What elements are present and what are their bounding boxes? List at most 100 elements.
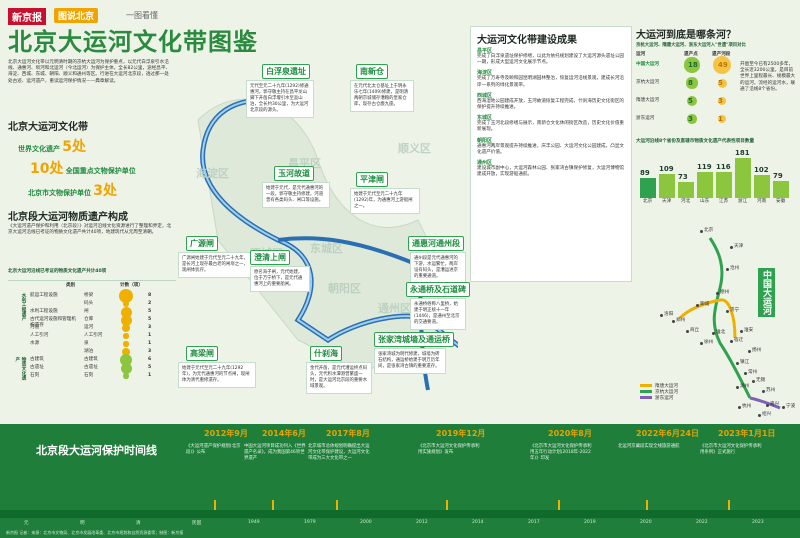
material-count-dot [123,341,129,347]
world-heritage-value: 5处 [62,139,86,155]
city-dot [736,386,739,389]
province-value: 109 [659,164,674,173]
canal-legend-label: 京杭大运河 [655,390,678,396]
navigation-note: 开凿至今已有2500多年，全长近3200公里，是目前世界上里程最长、规模最大的运… [740,62,796,92]
nav-seg-value: 49 [718,61,728,69]
city-dot [712,332,715,335]
map-site-text: 张家湾城为明代修建，城墙为砖石结构，通运桥始建于明万历年间，是张家湾古镇的重要遗… [374,348,446,374]
map-site-text: 在元代北太仓基址上于明永乐七年(1409)修建，是明清两朝京城储存漕粮的皇家仓库… [350,80,414,112]
material-subtype: 闸 [84,309,89,314]
map-site-label[interactable]: 张家湾城墙及通运桥 [374,332,454,347]
province-name: 安徽 [776,199,786,204]
material-count-dot [120,314,132,326]
city-dot [686,330,689,333]
canal-legend-label: 隋唐大运河 [655,384,678,389]
city-dot [736,362,739,365]
map-site-label[interactable]: 南新仓 [356,64,388,79]
material-count: 5 [148,365,152,370]
city-dot [660,314,663,317]
canal-legend-item: 隋唐大运河 [640,384,720,390]
city-dot [762,390,765,393]
china-canal-svg [678,237,781,410]
province-bar [697,171,713,198]
city-label: 镇江 [740,360,750,365]
material-type: 古遗址 [30,365,44,370]
nav-row-name: 中国大运河 [636,62,659,67]
city-dot [726,268,729,271]
province-value: 116 [716,163,731,172]
timeline-tick [646,500,648,510]
map-site-label[interactable]: 永通桥及石道碑 [406,282,470,297]
construction-text: 通惠河两岸景观提升持续推进，庆丰公园、大运河文化公园建成，凸显文化遗产价值。 [477,143,625,155]
city-label: 宿迁 [734,338,744,343]
map-site-text: 永通桥俗称八里桥，始建于明正统十一年(1446)，是通州至北京的交通要道。 [410,298,466,330]
timeline-axis [0,510,800,518]
timeline-tick [214,500,216,510]
province-name: 山东 [700,199,710,204]
timeline-axis-label: 2023 [752,520,764,525]
province-name: 河南 [757,199,767,204]
timeline-tick [728,500,730,510]
material-subtype: 仓库 [84,317,94,322]
construction-text: 建设城市副中心，大运河森林公园、张家湾古镇保护修复，大运河博物馆建成开放，实现游… [477,166,625,178]
nav-seg-value: 1 [718,115,723,123]
nav-row-name: 京杭大运河 [636,80,659,85]
timeline-axis-label: 民国 [192,521,202,526]
header-badge: 图说北京 [54,8,99,23]
province-bar [678,181,694,198]
construction-title: 大运河文化带建设成果 [477,35,577,46]
city-label: 洛阳 [664,312,674,317]
material-count: 5 [148,309,152,314]
map-site-label[interactable]: 澄清上闸 [250,250,290,265]
material-type: 石刻 [30,373,40,378]
province-bar [716,172,732,198]
timeline-date: 2019年12月 [436,429,486,438]
province-name: 天津 [662,199,672,204]
map-site-label[interactable]: 平津闸 [356,172,388,187]
nav-point-dot [687,114,697,124]
city-label: 济宁 [730,308,740,313]
map-site-label[interactable]: 通惠河通州段 [408,236,464,251]
construction-item: 朝阳区通惠河两岸景观提升持续推进，庆丰公园、大运河文化公园建成，凸显文化遗产价值… [477,137,625,156]
timeline-tick [272,500,274,510]
map-site-label[interactable]: 玉河故道 [274,166,314,181]
material-count-dot [121,347,131,357]
canal-map: 昌平区顺义区海淀区西城区东城区朝阳区通州区 白浮泉遗址元代至元二十九年(1292… [178,40,470,440]
city-label: 德州 [720,290,730,295]
zhedong-line [749,396,781,410]
city-dot [696,304,699,307]
national-heritage-value: 10处 [30,161,64,177]
city-dot [672,320,675,323]
province-value: 79 [773,171,783,180]
material-count-dot [123,333,129,339]
municipal-heritage-label: 北京市文物保护单位 [28,189,91,197]
province-bar [659,173,675,198]
footer-note: 新京报 记者：来源：北京市文物局、北京市发展改革委、北京市规划和自然资源委等；制… [6,530,184,535]
map-site-label[interactable]: 什刹海 [310,346,342,361]
district-label: 通州区 [378,302,411,315]
col-type-header: 类别 [66,283,76,288]
timeline-axis-label: 2020 [640,520,652,525]
construction-panel: 大运河文化带建设成果 昌平区完成了白浮泉遗址保护修缮，以此为依托规划建设了大运河… [470,26,632,282]
map-site-label[interactable]: 广源闸 [186,236,218,251]
map-site-label[interactable]: 白浮泉遗址 [262,64,310,79]
map-site-text: 始建于元代，是元代通惠河的一段，郭守敬主持修建，河道曾有各类码头、闸口等设施。 [262,182,330,208]
district-label: 东城区 [310,242,343,255]
timeline-axis-label: 2000 [360,520,372,525]
nav-point-dot [686,77,698,89]
provinces-title: 大运河沿线8个省份及直辖市物质文化遗产代表性项目数量 [636,139,755,144]
china-canal-map: 中国大运河 北京天津沧州德州济宁聊城扬州商丘淮北洛阳郑州淮安宿迁徐州苏州无锡常州… [640,208,796,424]
nav-seg-value: 3 [718,97,723,105]
nav-seg-dot [717,114,727,124]
province-value: 181 [735,149,750,157]
city-dot [744,372,747,375]
material-count: 8 [148,293,152,298]
material-count: 3 [148,349,152,354]
timeline-date: 2014年6月 [262,429,306,438]
material-count: 1 [148,341,152,346]
map-site-label[interactable]: 高梁闸 [186,346,218,361]
material-subtype: 湖泊 [84,349,94,354]
timeline-tick [558,500,560,510]
navigation-title: 大运河到底是哪条河？ [636,30,736,41]
construction-list: 昌平区完成了白浮泉遗址保护修缮，以此为依托规划建设了大运河源头遗址公园一期，形成… [477,47,625,181]
